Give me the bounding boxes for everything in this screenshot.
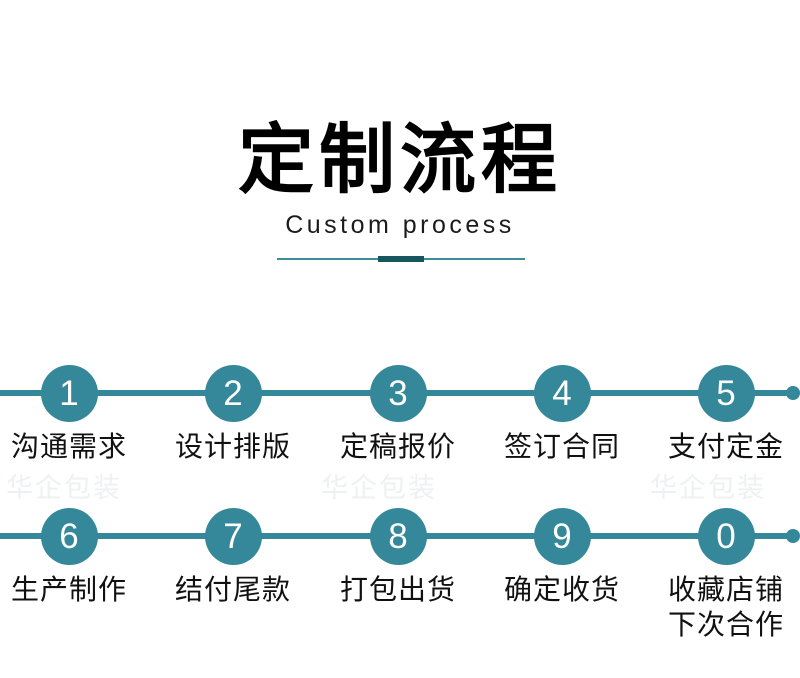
step-6[interactable]: 6 生产制作 [0,503,151,607]
step-number-badge: 7 [204,508,262,565]
step-number-badge: 5 [697,365,755,422]
step-10[interactable]: 0 收藏店铺 下次合作 [644,503,800,643]
step-number-badge: 1 [40,365,98,422]
timeline-end-dot [786,529,800,543]
header-divider [277,255,525,265]
step-label: 打包出货 [339,574,456,605]
step-4[interactable]: 4 签订合同 [480,360,644,464]
steps-row-1: 1 沟通需求 2 设计排版 3 定稿报价 4 签订合同 5 支付定金 [0,360,800,490]
timeline-end-dot [786,386,800,400]
step-label-secondary: 下次合作 [667,609,784,640]
step-number-badge: 4 [533,365,591,422]
watermark: 华企包装 [650,473,766,503]
page-title: 定制流程 [238,118,562,203]
step-3[interactable]: 3 定稿报价 [316,360,480,464]
step-label: 定稿报价 [339,431,456,462]
step-9[interactable]: 9 确定收货 [480,503,644,607]
step-label: 签订合同 [503,431,620,462]
step-label: 结付尾款 [174,574,291,605]
header: 定制流程 Custom process [0,118,800,240]
step-2[interactable]: 2 设计排版 [151,360,315,464]
steps-row-2: 6 生产制作 7 结付尾款 8 打包出货 9 确定收货 0 收藏店铺 下次合作 [0,503,800,640]
step-label: 设计排版 [174,431,291,462]
divider-center-accent [378,256,424,262]
step-1[interactable]: 1 沟通需求 [0,360,151,464]
step-number-badge: 3 [369,365,427,422]
step-label: 支付定金 [667,431,784,462]
step-number-badge: 2 [204,365,262,422]
step-label: 生产制作 [10,574,127,605]
step-label: 确定收货 [503,574,620,605]
step-number-badge: 0 [697,508,755,565]
step-label: 收藏店铺 [667,574,784,605]
step-7[interactable]: 7 结付尾款 [151,503,315,607]
step-5[interactable]: 5 支付定金 [644,360,800,464]
watermark: 华企包装 [321,473,437,503]
step-number-badge: 6 [40,508,98,565]
page-subtitle: Custom process [285,211,515,239]
step-number-badge: 8 [369,508,427,565]
step-label: 沟通需求 [10,431,127,462]
watermark: 华企包装 [6,473,122,503]
step-8[interactable]: 8 打包出货 [316,503,480,607]
step-number-badge: 9 [533,508,591,565]
